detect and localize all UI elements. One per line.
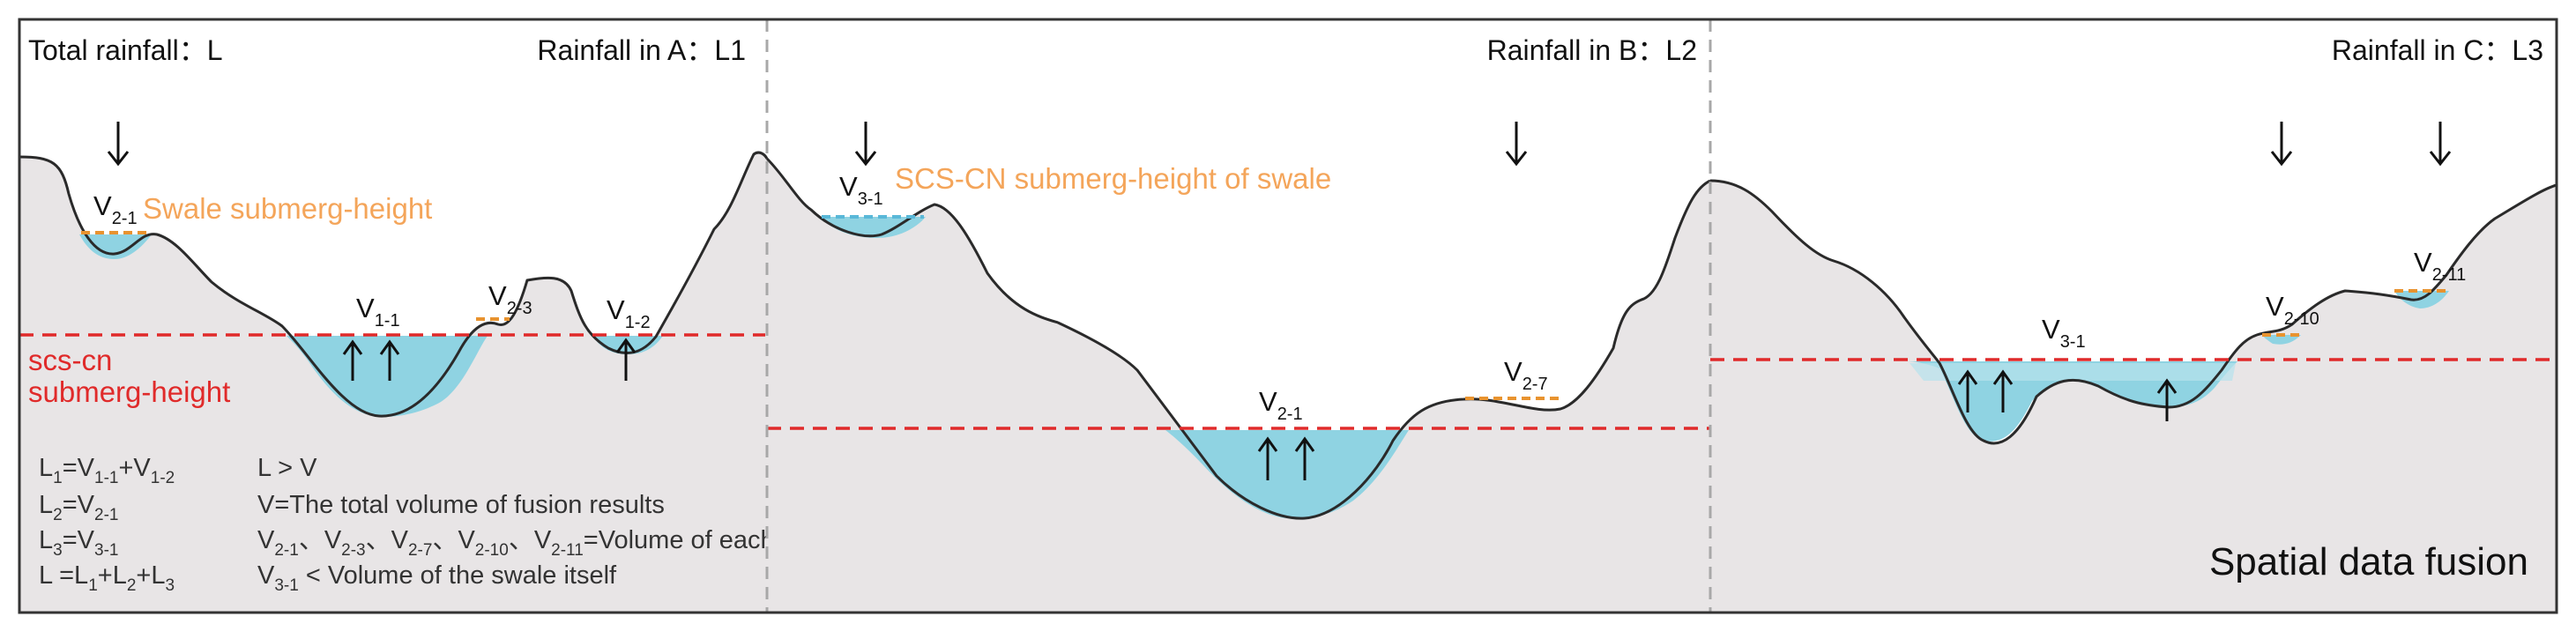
- label-v2-3: V2-3: [488, 280, 532, 318]
- pond-water-v31-c-upper: [1910, 363, 2236, 381]
- formula-block: L1=V1-1+V1-2 L2=V2-1 L3=V3-1 L =L1+L2+L3…: [39, 454, 847, 595]
- terrain-c: [1710, 181, 2557, 613]
- label-v3-1-c: V3-1: [2042, 314, 2086, 352]
- submerg-height-label: submerg-height: [28, 375, 230, 408]
- terrain-outline-c: [1709, 179, 2557, 445]
- rain-arrow-icon: [854, 122, 1528, 167]
- scs-cn-label: scs-cn: [28, 344, 112, 376]
- label-v3-1-b: V3-1: [839, 171, 883, 209]
- pond-water-v21-b: [1165, 430, 1409, 519]
- label-v1-2: V1-2: [607, 294, 651, 332]
- formula-l-total: L =L1+L2+L3: [39, 561, 175, 595]
- label-v2-11: V2-11: [2414, 247, 2466, 285]
- rainfall-a-label: Rainfall in A：L1: [537, 34, 746, 66]
- swale-water-v211: [2394, 291, 2449, 308]
- formula-l1: L1=V1-1+V1-2: [39, 454, 175, 487]
- infiltration-arrows-b: [1257, 436, 1315, 480]
- panel-c: Rainfall in C：L3 V3-1 V2-10 V2-11 Spatia…: [1709, 34, 2557, 613]
- pond-water-v11: [287, 336, 488, 417]
- label-v2-10: V2-10: [2266, 291, 2319, 329]
- label-v2-1-a: V2-1: [93, 190, 138, 228]
- swale-water-a1: [79, 234, 152, 259]
- relation-l-gt-v: L > V: [257, 454, 317, 482]
- pond-water-v31-c: [1906, 361, 2237, 442]
- infiltration-arrows-c: [1957, 369, 2178, 421]
- label-v1-1: V1-1: [356, 293, 400, 331]
- rainfall-b-label: Rainfall in B：L2: [1487, 34, 1697, 66]
- swale-submerge-annotation: Swale submerg-height: [143, 192, 432, 225]
- infiltration-arrows-a: [342, 338, 637, 381]
- spatial-data-fusion-label: Spatial data fusion: [2209, 540, 2528, 583]
- formula-l3: L3=V3-1: [39, 526, 118, 560]
- terrain-a: [19, 152, 767, 613]
- panel-a: Total rainfall：L Rainfall in A：L1 V2-1 S…: [19, 34, 847, 613]
- rain-arrow-icon: [2270, 122, 2452, 167]
- rain-arrow-icon: [107, 122, 130, 167]
- formula-l2: L2=V2-1: [39, 491, 118, 524]
- scs-submerge-swale-annotation: SCS-CN submerg-height of swale: [895, 162, 1331, 195]
- swale-water-v210: [2262, 335, 2301, 345]
- rainfall-c-label: Rainfall in C：L3: [2332, 34, 2543, 66]
- relation-v3-1: V3-1 < Volume of the swale itself: [257, 561, 617, 595]
- outer-border: [18, 18, 2558, 614]
- terrain-outline-b: [765, 157, 1711, 520]
- panel-b: Rainfall in B：L2 V3-1 SCS-CN submerg-hei…: [765, 34, 1711, 613]
- total-rainfall-label: Total rainfall：L: [28, 34, 223, 66]
- label-v2-1-b: V2-1: [1259, 386, 1303, 424]
- label-v2-7: V2-7: [1504, 356, 1548, 394]
- terrain-outline-a: [19, 151, 769, 418]
- terrain-b: [767, 159, 1710, 613]
- relation-v-definition: V=The total volume of fusion results: [257, 491, 665, 519]
